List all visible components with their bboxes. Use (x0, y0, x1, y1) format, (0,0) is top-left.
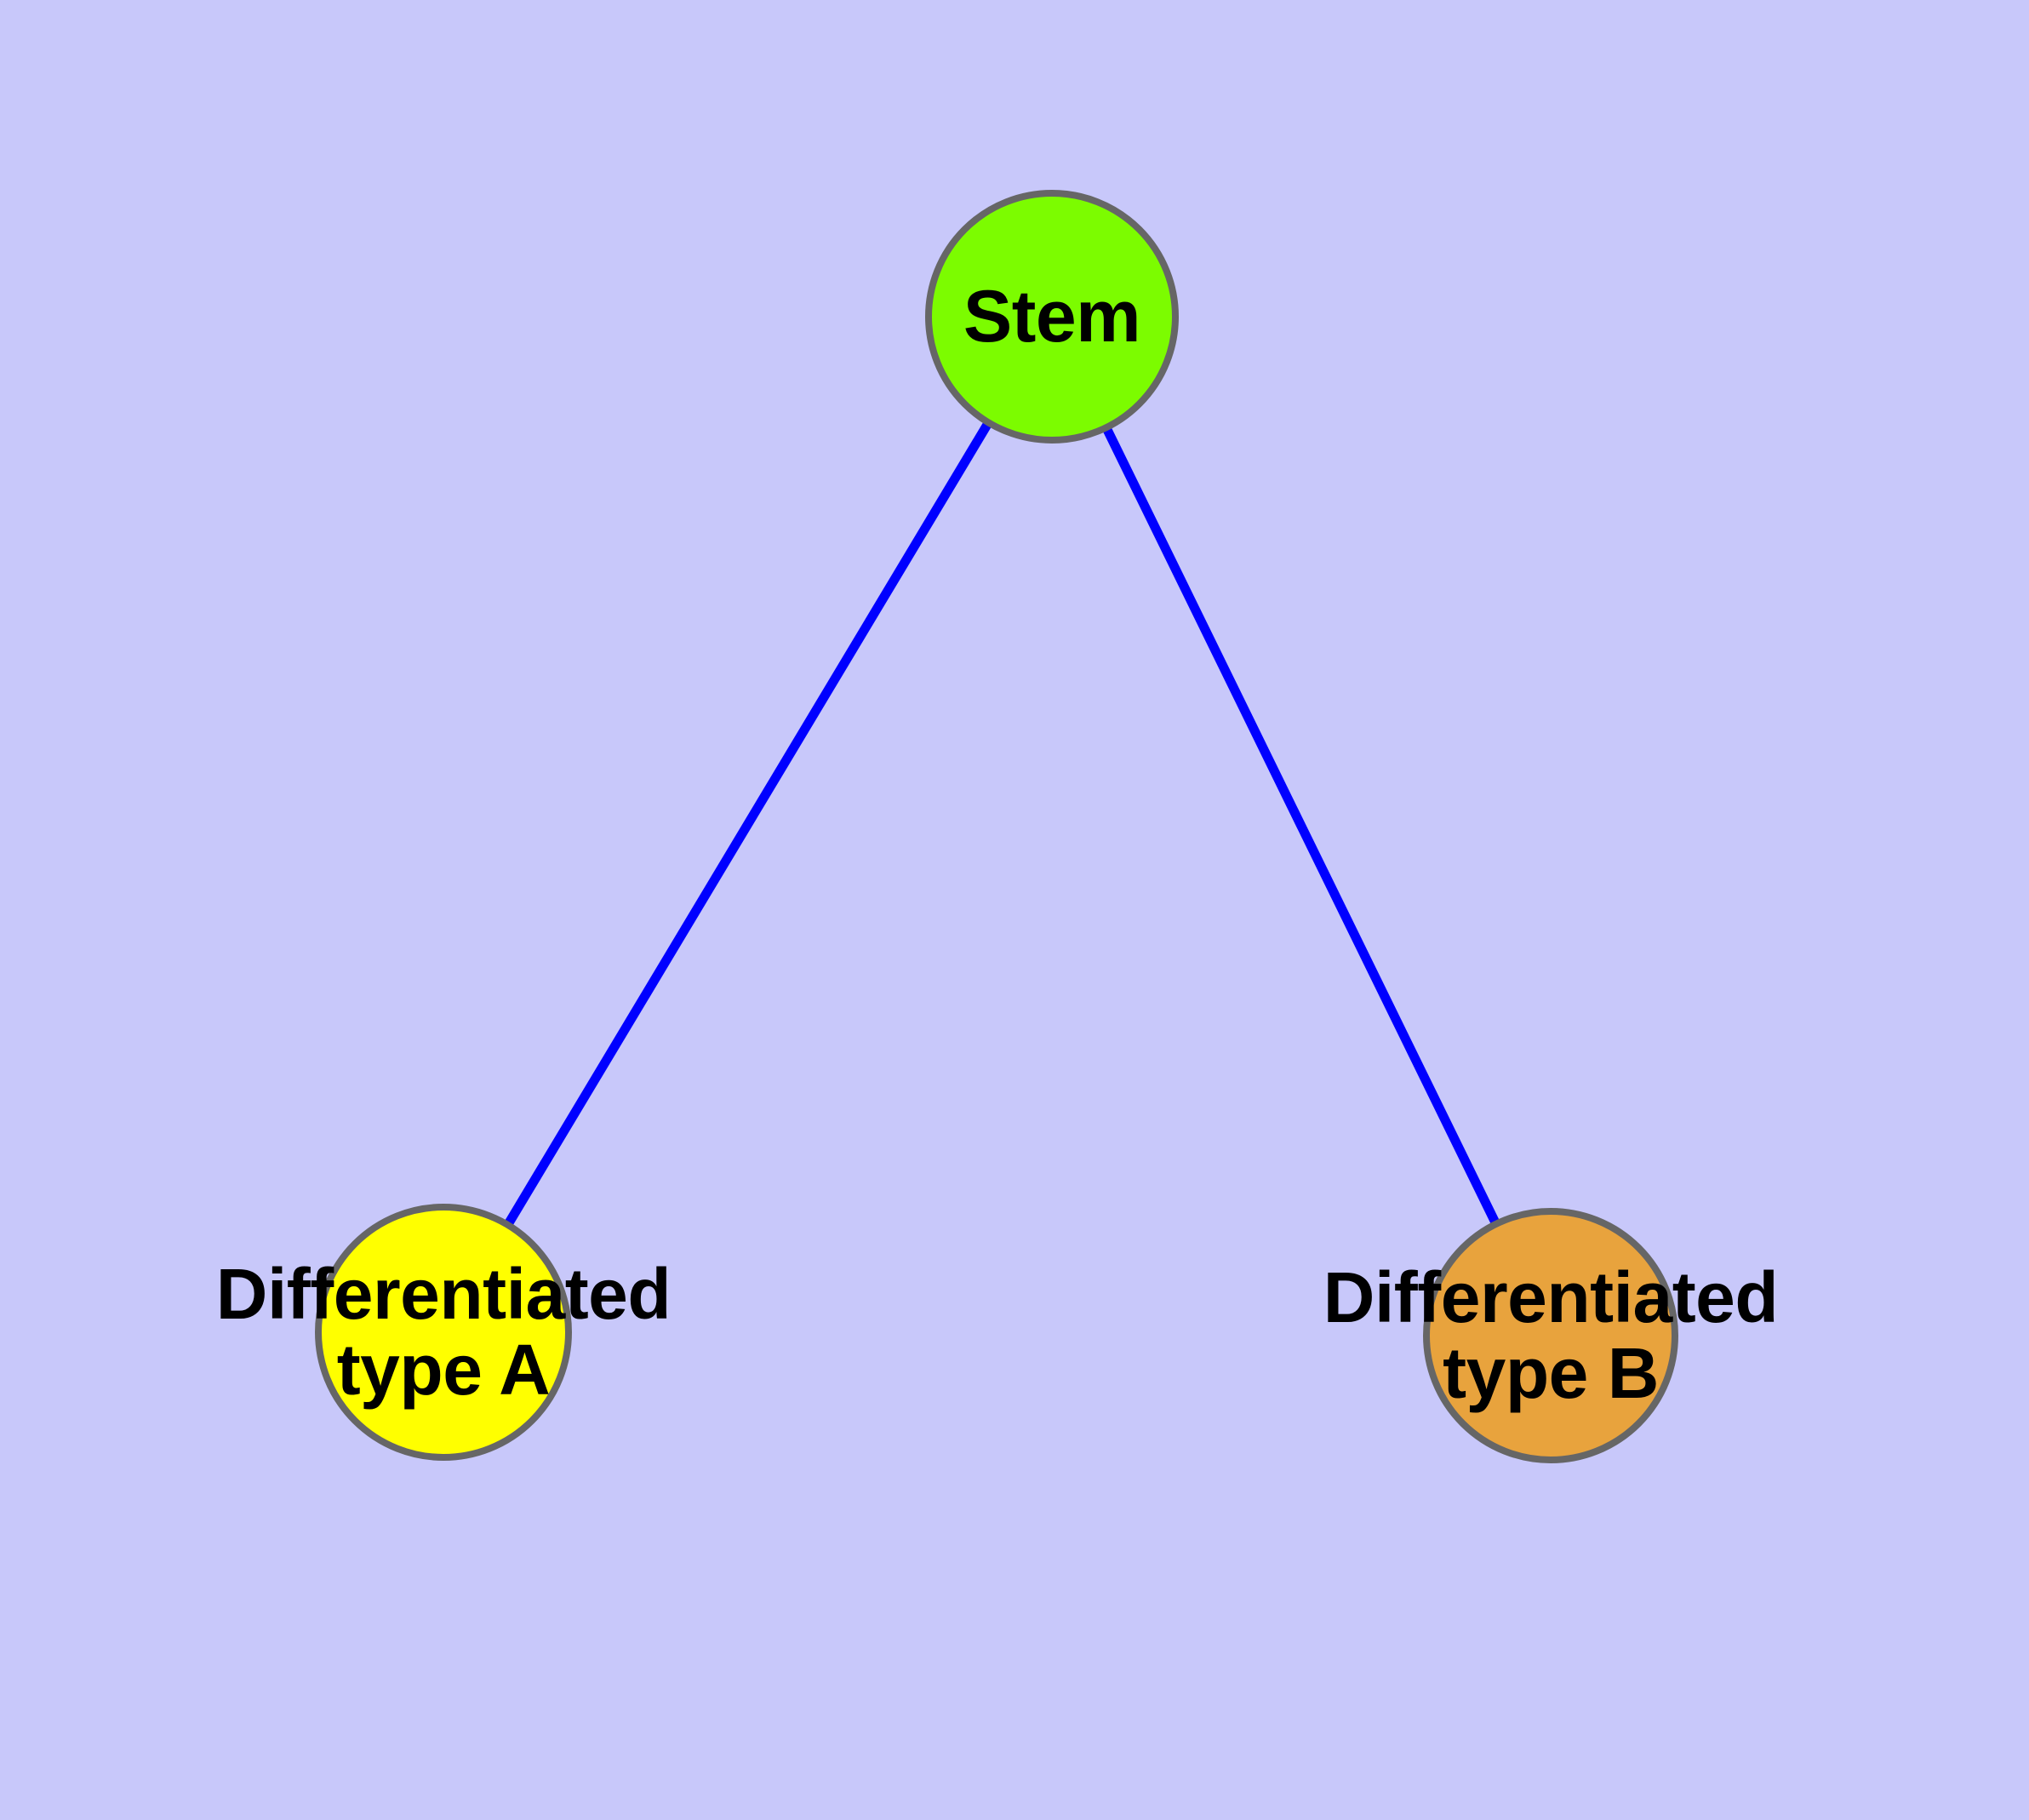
edge-stem-to-type-a[interactable] (500, 415, 996, 1232)
node-layer (315, 190, 1678, 1463)
node-differentiated-type-b[interactable] (1423, 1208, 1678, 1463)
node-stem[interactable] (925, 190, 1179, 444)
edge-layer (500, 415, 1503, 1232)
edge-stem-to-type-b[interactable] (1100, 421, 1503, 1231)
node-differentiated-type-a[interactable] (315, 1204, 572, 1461)
